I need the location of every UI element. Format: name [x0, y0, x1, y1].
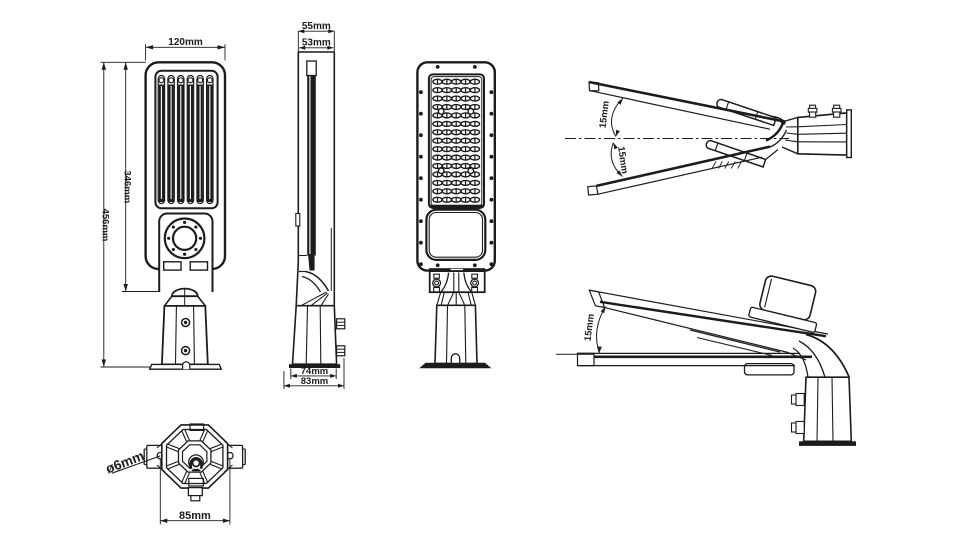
svg-text:74mm: 74mm: [301, 366, 328, 377]
svg-text:85mm: 85mm: [179, 510, 211, 522]
svg-text:346mm: 346mm: [122, 170, 133, 203]
svg-text:15mm: 15mm: [598, 100, 612, 129]
svg-text:120mm: 120mm: [168, 37, 203, 48]
svg-text:15mm: 15mm: [615, 146, 630, 175]
svg-text:ø6mm: ø6mm: [104, 448, 146, 476]
svg-text:456mm: 456mm: [100, 209, 111, 242]
svg-text:15mm: 15mm: [583, 313, 597, 342]
svg-text:55mm: 55mm: [302, 21, 331, 32]
svg-text:83mm: 83mm: [301, 376, 328, 387]
svg-text:53mm: 53mm: [302, 38, 331, 49]
